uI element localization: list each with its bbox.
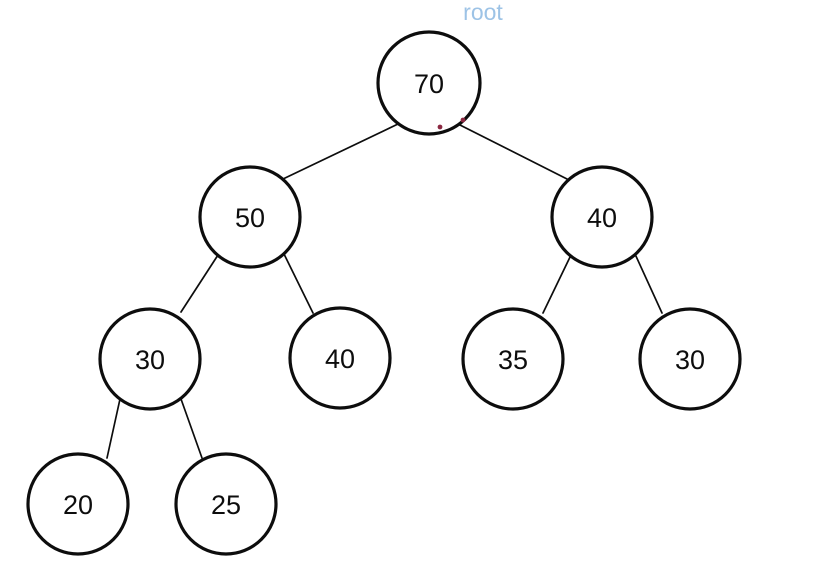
tree-edge-n0-n2 <box>457 123 570 181</box>
root-marker-dot-m1 <box>460 117 466 123</box>
node-value-n7: 20 <box>63 490 93 520</box>
root-label: root <box>463 0 503 25</box>
tree-node-n5[interactable]: 35 <box>461 307 565 411</box>
node-circle-n1[interactable] <box>198 165 302 269</box>
tree-edge-n3-n8 <box>180 398 203 459</box>
markers-group <box>437 117 466 130</box>
tree-edge-n0-n1 <box>282 123 399 180</box>
node-circle-n6[interactable] <box>638 307 742 411</box>
node-value-n8: 25 <box>211 490 241 520</box>
tree-edge-n2-n6 <box>634 253 663 314</box>
tree-node-n4[interactable]: 40 <box>288 306 392 410</box>
tree-edge-n2-n5 <box>542 254 572 314</box>
node-circle-n0[interactable] <box>376 30 482 136</box>
tree-node-n7[interactable]: 20 <box>26 452 130 556</box>
tree-edge-n1-n4 <box>283 253 314 314</box>
node-circle-n7[interactable] <box>26 452 130 556</box>
tree-node-n2[interactable]: 40 <box>550 165 654 269</box>
nodes-group: 70 50 40 30 40 35 30 20 25 <box>26 30 742 556</box>
tree-node-n8[interactable]: 25 <box>174 452 278 556</box>
node-circle-n3[interactable] <box>98 307 202 411</box>
node-circle-n4[interactable] <box>288 306 392 410</box>
tree-node-n0[interactable]: 70 <box>376 30 482 136</box>
node-value-n5: 35 <box>498 345 528 375</box>
edges-group <box>106 123 663 459</box>
node-circle-n2[interactable] <box>550 165 654 269</box>
root-marker-dot-m0 <box>437 124 443 130</box>
tree-edge-n1-n3 <box>180 254 219 313</box>
tree-node-n3[interactable]: 30 <box>98 307 202 411</box>
tree-node-n6[interactable]: 30 <box>638 307 742 411</box>
node-value-n1: 50 <box>235 203 265 233</box>
node-value-n0: 70 <box>414 69 444 99</box>
node-value-n2: 40 <box>587 203 617 233</box>
node-value-n4: 40 <box>325 344 355 374</box>
tree-node-n1[interactable]: 50 <box>198 165 302 269</box>
node-circle-n5[interactable] <box>461 307 565 411</box>
tree-edge-n3-n7 <box>106 398 121 459</box>
node-value-n6: 30 <box>675 345 705 375</box>
node-circle-n8[interactable] <box>174 452 278 556</box>
node-value-n3: 30 <box>135 345 165 375</box>
